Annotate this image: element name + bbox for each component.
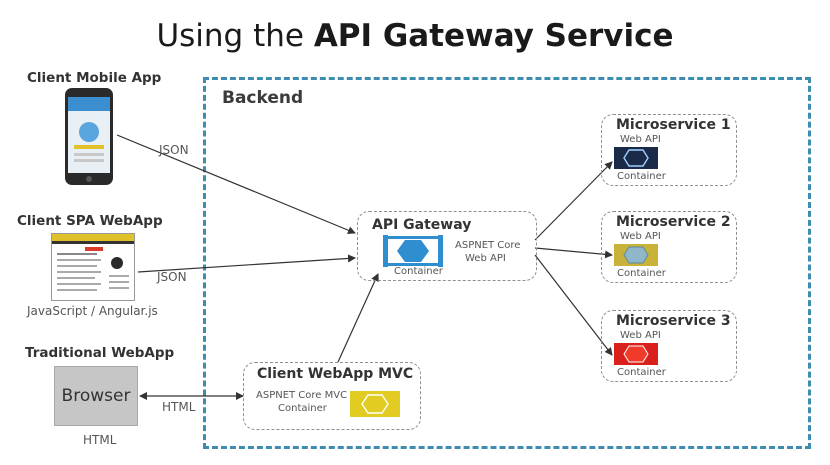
mvc-to-gateway-arrow	[337, 273, 379, 363]
microservice-3-container-icon	[614, 343, 658, 365]
traditional-caption: HTML	[83, 433, 117, 447]
microservice-2-title: Microservice 2	[616, 214, 731, 230]
api-gateway-box	[357, 211, 537, 281]
backend-boundary	[203, 77, 811, 449]
microservice-1-api: Web API	[620, 134, 661, 145]
browser-box: Browser	[54, 366, 138, 426]
client-mobile-label: Client Mobile App	[27, 70, 162, 86]
gateway-to-ms1-arrow	[534, 161, 613, 241]
spa-to-gateway-arrow	[137, 254, 356, 273]
mvc-container-label: Container	[278, 403, 327, 414]
mobile-to-gateway-arrow	[116, 134, 356, 235]
traditional-webapp-label: Traditional WebApp	[25, 345, 175, 361]
microservice-3-api: Web API	[620, 330, 661, 341]
client-spa-label: Client SPA WebApp	[17, 213, 163, 229]
phone-icon	[65, 88, 113, 185]
backend-label: Backend	[222, 88, 304, 108]
microservice-2-box	[601, 211, 737, 283]
gateway-title: API Gateway	[372, 217, 472, 233]
mvc-tech-label: ASPNET Core MVC	[256, 390, 348, 401]
browser-label: Browser	[61, 386, 131, 406]
microservice-2-container-label: Container	[617, 268, 666, 279]
title-bold: API Gateway Service	[313, 18, 674, 54]
microservice-1-box	[601, 114, 737, 186]
gateway-to-ms2-arrow	[534, 247, 613, 259]
microservice-1-container-label: Container	[617, 171, 666, 182]
spa-caption: JavaScript / Angular.js	[27, 304, 158, 318]
web-page-icon	[51, 233, 135, 301]
mvc-box	[243, 362, 421, 430]
microservice-3-container-label: Container	[617, 367, 666, 378]
spa-protocol-label: JSON	[157, 270, 187, 284]
title-prefix: Using the	[156, 18, 314, 54]
mvc-title: Client WebApp MVC	[257, 366, 414, 382]
mobile-protocol-label: JSON	[159, 143, 189, 157]
gateway-tech-label: ASPNET Core	[455, 240, 521, 251]
microservice-3-box	[601, 310, 737, 382]
microservice-1-container-icon	[614, 147, 658, 169]
gateway-container-label: Container	[394, 266, 443, 277]
mvc-container-icon	[350, 391, 400, 417]
page-title: Using the API Gateway Service	[0, 18, 830, 54]
gateway-api-label: Web API	[465, 253, 506, 264]
microservice-1-title: Microservice 1	[616, 117, 731, 133]
gateway-to-ms3-arrow	[534, 254, 613, 356]
gateway-container-icon	[383, 235, 443, 267]
microservice-2-api: Web API	[620, 231, 661, 242]
browser-protocol-label: HTML	[162, 400, 196, 414]
microservice-2-container-icon	[614, 244, 658, 266]
microservice-3-title: Microservice 3	[616, 313, 731, 329]
